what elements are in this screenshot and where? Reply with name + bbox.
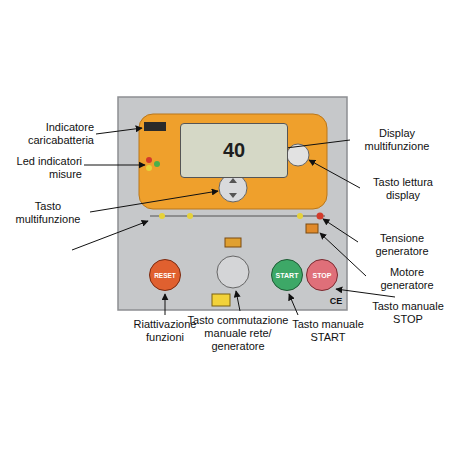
leader-line xyxy=(236,291,240,311)
multifunction-button xyxy=(219,174,247,202)
led xyxy=(146,165,152,171)
leader-line xyxy=(90,191,218,212)
led xyxy=(159,213,165,219)
leader-line xyxy=(289,294,298,315)
callout-label: Motore generatore xyxy=(368,266,446,292)
stop-button: STOP xyxy=(306,259,338,291)
callout-label: Tasto commutazione manuale rete/ generat… xyxy=(182,314,294,353)
callout-label: Display multifunzione xyxy=(352,127,442,153)
led xyxy=(154,161,160,167)
mains-generator-button xyxy=(217,256,249,288)
leader-line xyxy=(84,165,145,166)
brand-badge xyxy=(212,294,230,306)
callout-label: Tensione generatore xyxy=(360,232,444,258)
button-text: 40 xyxy=(223,139,245,162)
reset-button: RESET xyxy=(149,259,181,291)
callout-label: CE xyxy=(328,295,344,308)
button-text: STOP xyxy=(313,272,332,279)
leader-line xyxy=(96,128,142,134)
battery-indicator xyxy=(144,122,166,131)
callout-label: Tasto lettura display xyxy=(362,176,444,202)
button-text: RESET xyxy=(154,272,176,279)
led xyxy=(297,213,303,219)
callout-label: Led indicatori misure xyxy=(2,155,82,181)
callout-label: Tasto multifunzione xyxy=(8,200,88,226)
leader-line xyxy=(165,294,166,315)
led xyxy=(146,157,152,163)
button-text: START xyxy=(276,272,299,279)
leader-line xyxy=(72,221,148,250)
orange-frame xyxy=(139,114,327,209)
start-button: START xyxy=(271,259,303,291)
button-arrows xyxy=(229,178,237,198)
leader-line xyxy=(309,160,360,188)
switch-icon xyxy=(225,238,241,247)
motor-icon xyxy=(306,224,318,233)
leader-line xyxy=(323,219,358,242)
callout-label: Tasto manuale STOP xyxy=(368,300,448,326)
led xyxy=(317,213,324,220)
lcd-display: 40 xyxy=(180,123,288,178)
led xyxy=(187,213,193,219)
panel-face xyxy=(118,97,347,310)
callout-label: Tasto manuale START xyxy=(292,318,364,344)
callout-label: Indicatore caricabatteria xyxy=(2,121,94,147)
